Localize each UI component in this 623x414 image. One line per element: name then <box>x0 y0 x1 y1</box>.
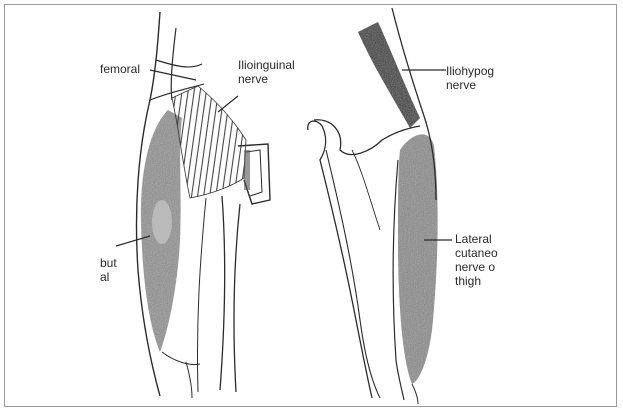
label-lateral-cutaneous-nerve: Lateral cutaneo nerve o thigh <box>455 232 498 288</box>
label-obturator-nerve: but al <box>100 256 117 284</box>
hatched-region-ilioinguinal <box>172 86 246 198</box>
label-femoral: femoral <box>100 62 140 76</box>
right-thigh <box>308 8 452 404</box>
leader-ilioinguinal <box>218 96 238 112</box>
leader-femoral <box>150 70 196 80</box>
label-iliohypogastric-nerve: Iliohypog nerve <box>446 64 494 92</box>
label-ilioinguinal-nerve: Ilioinguinal nerve <box>238 58 295 86</box>
